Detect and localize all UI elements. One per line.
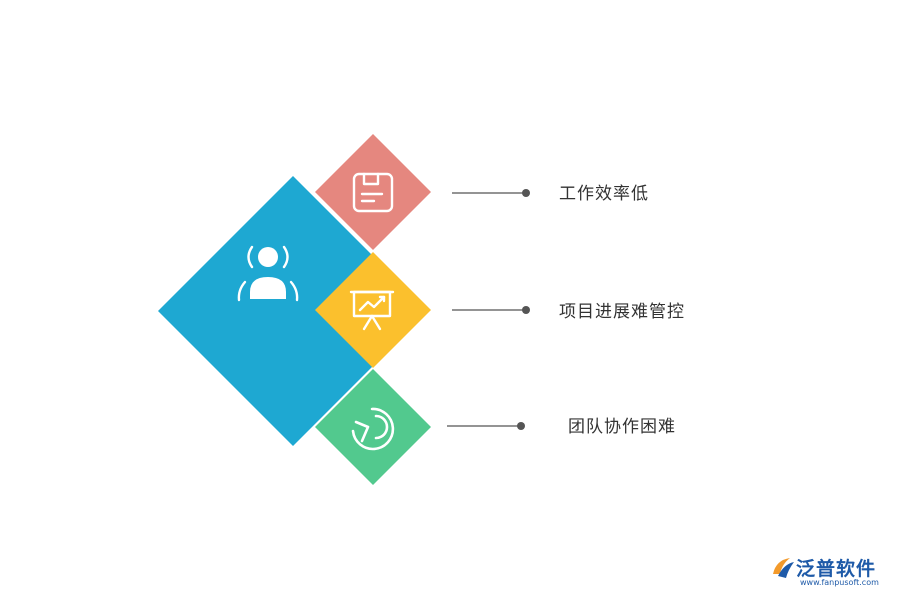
brand-url: www.fanpusoft.com	[800, 578, 879, 587]
document-icon	[352, 172, 394, 213]
connector-efficiency	[452, 189, 530, 197]
brand-logo: 泛普软件 www.fanpusoft.com	[770, 552, 895, 592]
center-diamond	[158, 176, 428, 446]
brand-name: 泛普软件	[796, 558, 877, 580]
connector-collaboration	[447, 422, 525, 430]
user-icon	[237, 245, 299, 302]
diamond-progress	[315, 252, 431, 368]
brand-logo-icon	[773, 558, 794, 578]
label-collaboration: 团队协作困难	[568, 417, 676, 437]
presentation-chart-icon	[349, 290, 395, 331]
label-efficiency: 工作效率低	[559, 184, 649, 204]
label-progress: 项目进展难管控	[559, 302, 685, 322]
pie-chart-icon	[351, 407, 395, 451]
connector-progress	[452, 306, 530, 314]
diamond-collaboration	[315, 369, 431, 485]
diamond-efficiency	[315, 134, 431, 250]
